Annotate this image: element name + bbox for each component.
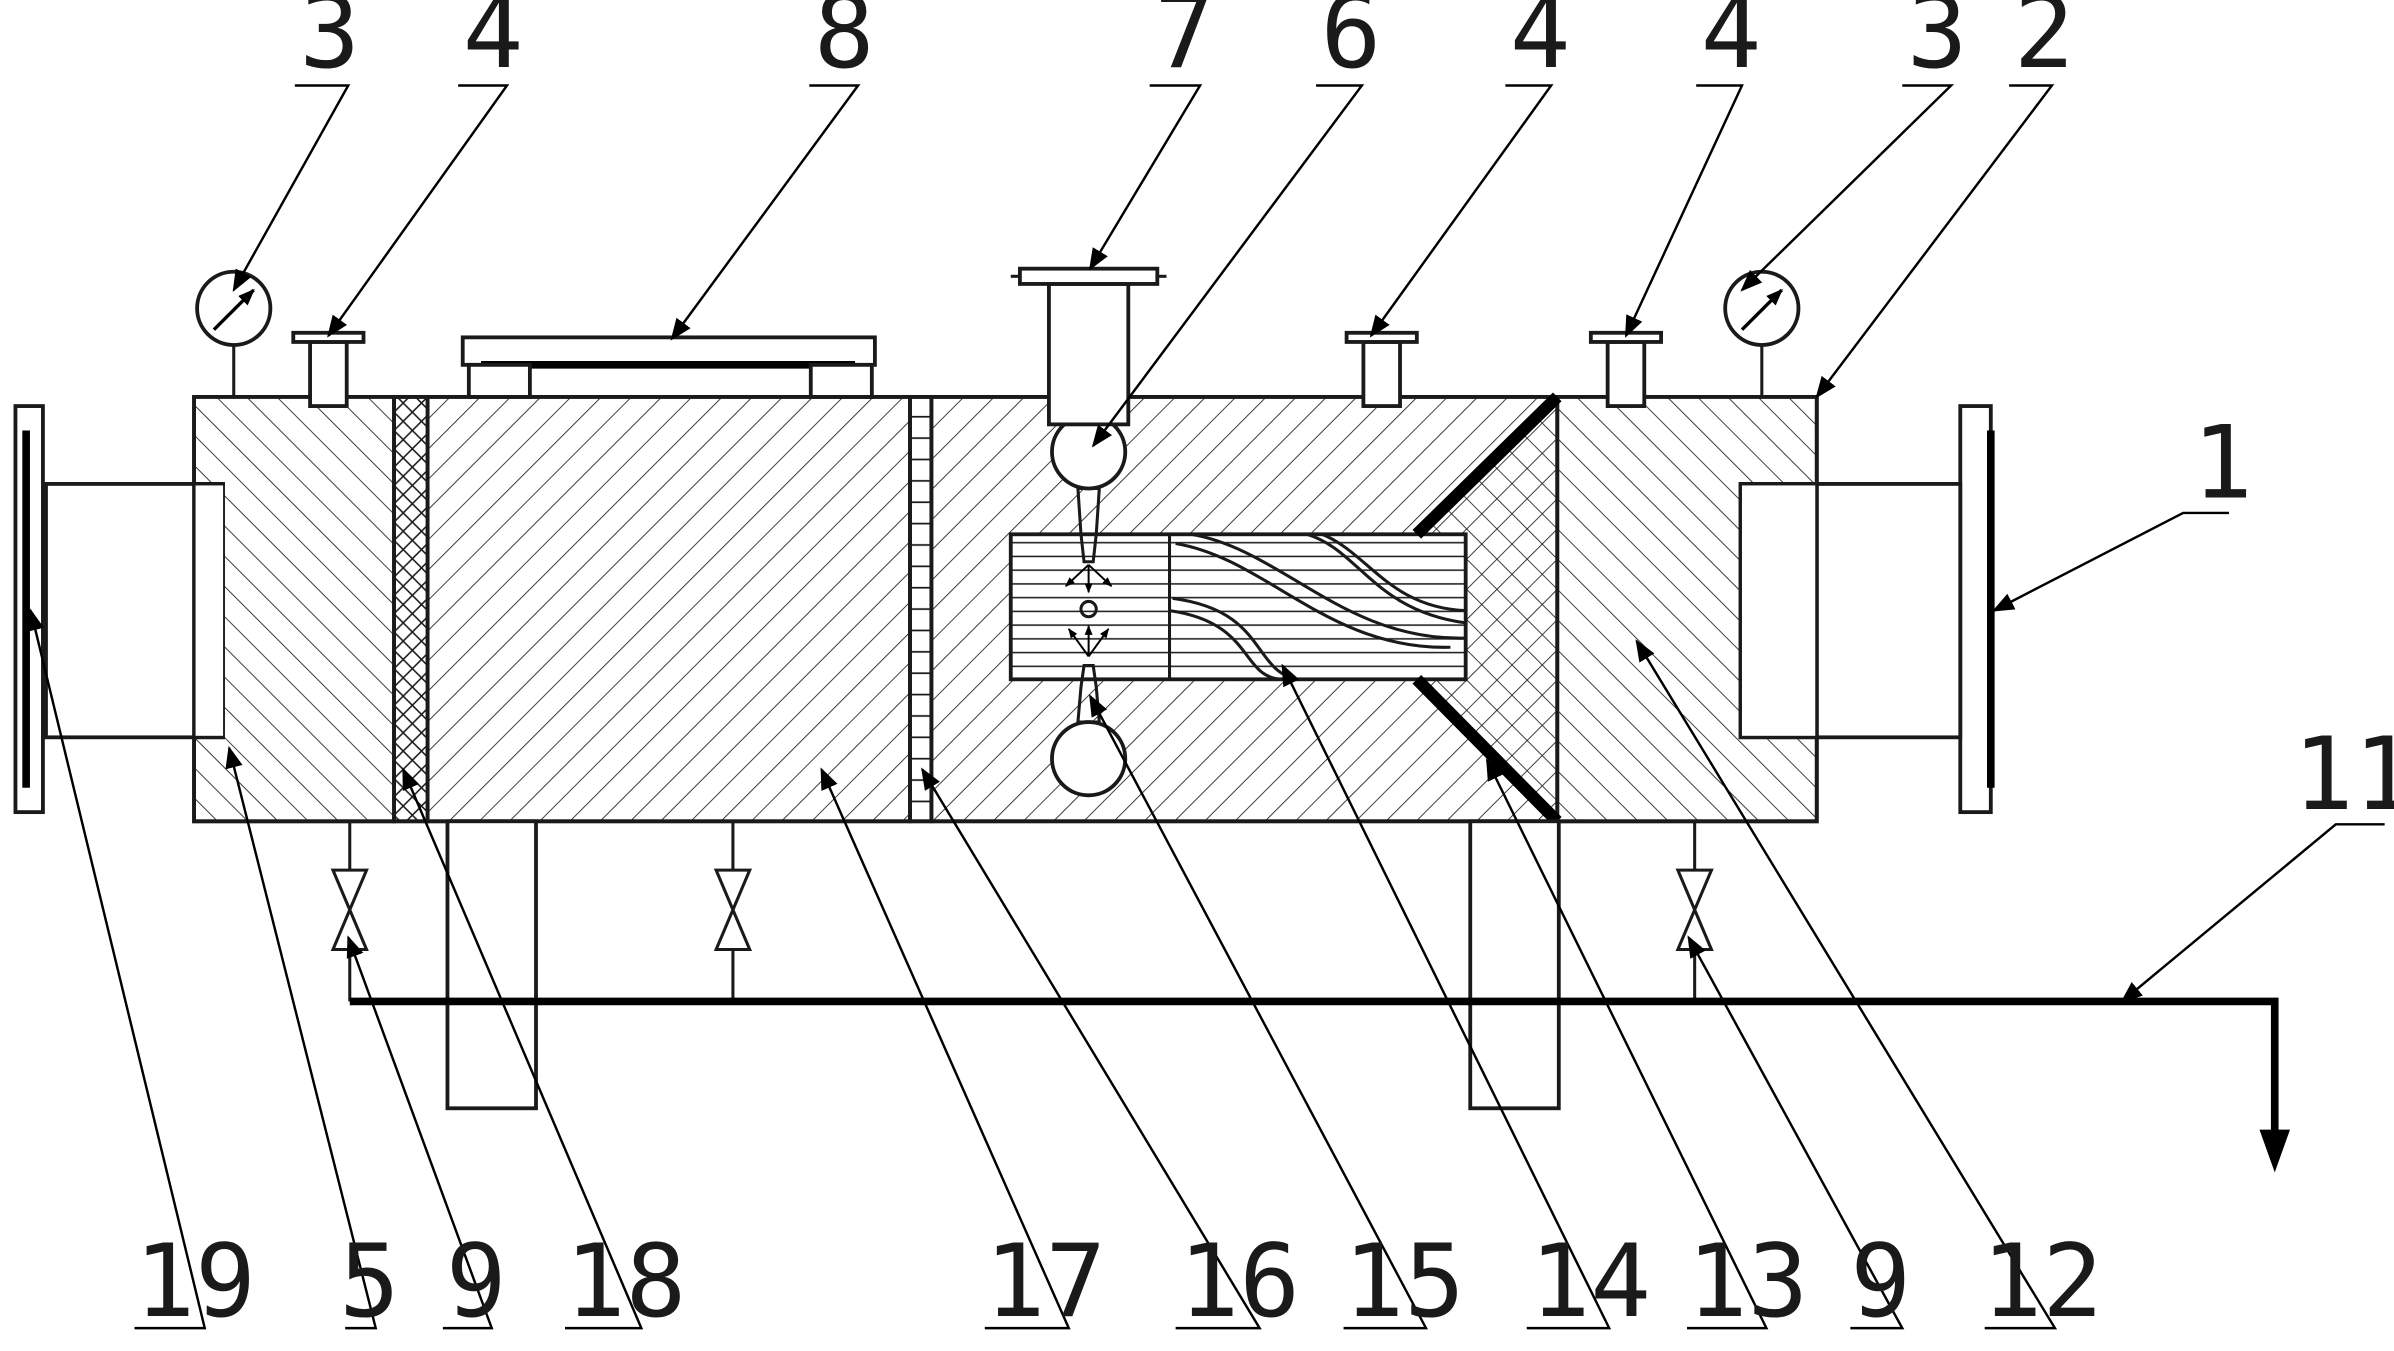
callout-4-mid: 4 <box>1510 0 1571 91</box>
leader-lines <box>26 84 2385 1330</box>
inclined-baffles <box>1412 392 1562 826</box>
callout-9-left: 9 <box>446 1222 507 1340</box>
supports <box>445 819 1561 1111</box>
top-cover <box>460 335 877 399</box>
callout-12: 12 <box>1982 1222 2103 1340</box>
callout-14: 14 <box>1530 1222 1651 1340</box>
callout-7: 7 <box>1154 0 1215 91</box>
callout-3-left: 3 <box>299 0 360 91</box>
outlet-flange-right <box>1814 404 1995 815</box>
inlet-flange-left <box>13 404 198 815</box>
callout-5: 5 <box>339 1222 400 1340</box>
callout-6: 6 <box>1321 0 1382 91</box>
callout-18: 18 <box>565 1222 686 1340</box>
callout-4-right: 4 <box>1701 0 1762 91</box>
callout-13: 13 <box>1687 1222 1808 1340</box>
drain-line <box>349 997 2291 1173</box>
callout-15: 15 <box>1344 1222 1465 1340</box>
callout-1: 1 <box>2192 404 2253 522</box>
callout-2: 2 <box>2014 0 2075 91</box>
callout-4-left: 4 <box>463 0 524 91</box>
top-inlet-pipe <box>1010 266 1167 427</box>
callout-17: 17 <box>985 1222 1106 1340</box>
callout-11: 11 <box>2293 715 2394 833</box>
callout-labels: 3 4 8 7 6 4 4 3 2 1 11 19 5 9 18 17 16 1… <box>135 0 2394 1340</box>
callout-19: 19 <box>135 1222 256 1340</box>
vane-pack <box>1008 532 1468 682</box>
callout-9-right: 9 <box>1850 1222 1911 1340</box>
callout-3-right: 3 <box>1907 0 1968 91</box>
callout-8: 8 <box>814 0 875 91</box>
housing-body <box>192 394 1819 824</box>
pressure-gauges <box>195 269 1801 397</box>
callout-16: 16 <box>1179 1222 1300 1340</box>
